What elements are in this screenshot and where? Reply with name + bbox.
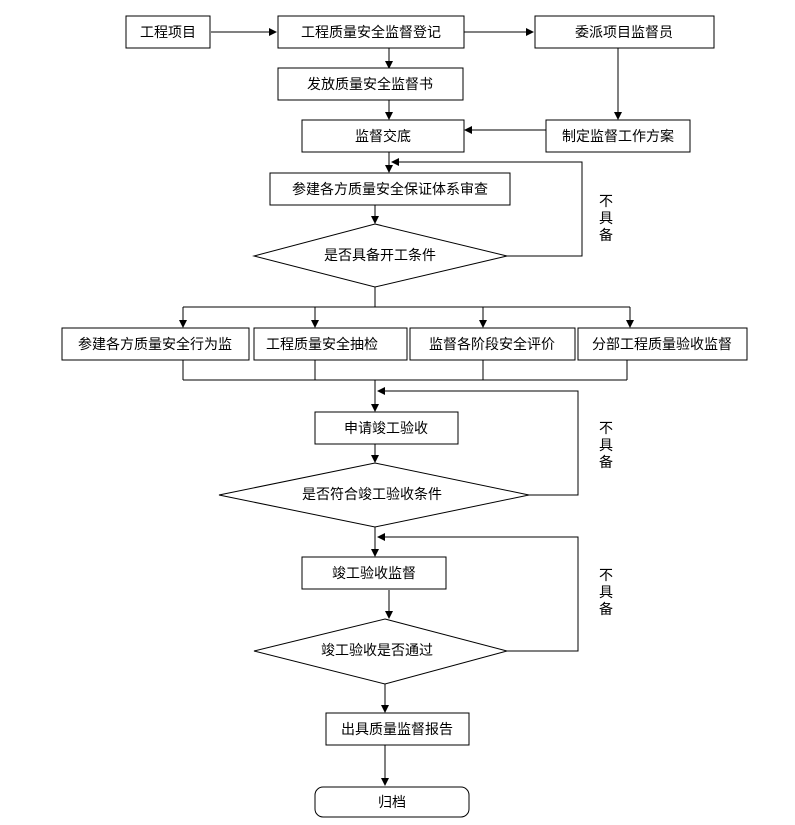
node-spot-check: 工程质量安全抽检	[253, 327, 408, 361]
loop3-label: 不 具 备	[599, 568, 613, 618]
loop1-char-3: 备	[599, 227, 613, 244]
node-completion-supervision: 竣工验收监督	[301, 556, 447, 590]
loop1-char-1: 不	[599, 194, 613, 210]
connectors	[179, 28, 634, 786]
node-apply-completion: 申请竣工验收	[314, 411, 459, 445]
node-issue-report-label: 出具质量监督报告	[341, 722, 453, 738]
node-issue-letter-label: 发放质量安全监督书	[307, 76, 433, 93]
loop1-return-line	[391, 158, 583, 257]
node-behavior-supervision-label: 参建各方质量安全行为监	[78, 336, 232, 353]
node-completion-supervision-label: 竣工验收监督	[332, 566, 416, 582]
decision-acceptance-passed: 竣工验收是否通过	[253, 618, 509, 685]
node-behavior-supervision: 参建各方质量安全行为监	[61, 327, 250, 361]
decision-completion-conditions: 是否符合竣工验收条件	[218, 462, 530, 528]
node-subdivision-acceptance: 分部工程质量验收监督	[577, 327, 748, 361]
node-project: 工程项目	[125, 15, 211, 49]
loop2-return-line	[377, 387, 579, 496]
loop2-char-2: 具	[599, 438, 613, 454]
node-issue-letter: 发放质量安全监督书	[277, 67, 464, 101]
node-stage-evaluation: 监督各阶段安全评价	[409, 327, 576, 361]
node-apply-completion-label: 申请竣工验收	[344, 421, 428, 437]
loop1-label: 不 具 备	[599, 194, 613, 244]
decision-acceptance-passed-label: 竣工验收是否通过	[321, 643, 433, 659]
node-project-label: 工程项目	[140, 25, 196, 41]
node-assign-supervisor-label: 委派项目监督员	[575, 25, 673, 41]
node-register-label: 工程质量安全监督登记	[301, 24, 441, 41]
decision-start-conditions-label: 是否具备开工条件	[324, 247, 436, 264]
node-spot-check-label: 工程质量安全抽检	[266, 336, 378, 353]
loop3-char-3: 备	[599, 601, 613, 618]
node-assign-supervisor: 委派项目监督员	[534, 15, 715, 49]
loop2-char-1: 不	[599, 421, 613, 437]
node-archive-label: 归档	[378, 794, 406, 811]
decision-start-conditions: 是否具备开工条件	[252, 223, 508, 288]
loop2-char-3: 备	[599, 454, 613, 471]
node-system-review: 参建各方质量安全保证体系审查	[269, 172, 511, 206]
node-issue-report: 出具质量监督报告	[325, 712, 470, 746]
node-make-plan-label: 制定监督工作方案	[562, 128, 674, 145]
loop2-label: 不 具 备	[599, 421, 613, 471]
node-archive: 归档	[314, 786, 470, 818]
node-make-plan: 制定监督工作方案	[545, 119, 691, 153]
decision-completion-conditions-label: 是否符合竣工验收条件	[302, 486, 442, 503]
node-register: 工程质量安全监督登记	[277, 15, 465, 49]
node-subdivision-acceptance-label: 分部工程质量验收监督	[592, 337, 732, 353]
node-briefing-label: 监督交底	[355, 128, 411, 145]
node-stage-evaluation-label: 监督各阶段安全评价	[429, 336, 555, 353]
loop3-char-2: 具	[599, 585, 613, 601]
loop3-return-line	[377, 533, 579, 652]
node-system-review-label: 参建各方质量安全保证体系审查	[292, 181, 488, 198]
node-briefing: 监督交底	[301, 119, 465, 153]
loop1-char-2: 具	[599, 211, 613, 227]
loop3-char-1: 不	[599, 568, 613, 584]
